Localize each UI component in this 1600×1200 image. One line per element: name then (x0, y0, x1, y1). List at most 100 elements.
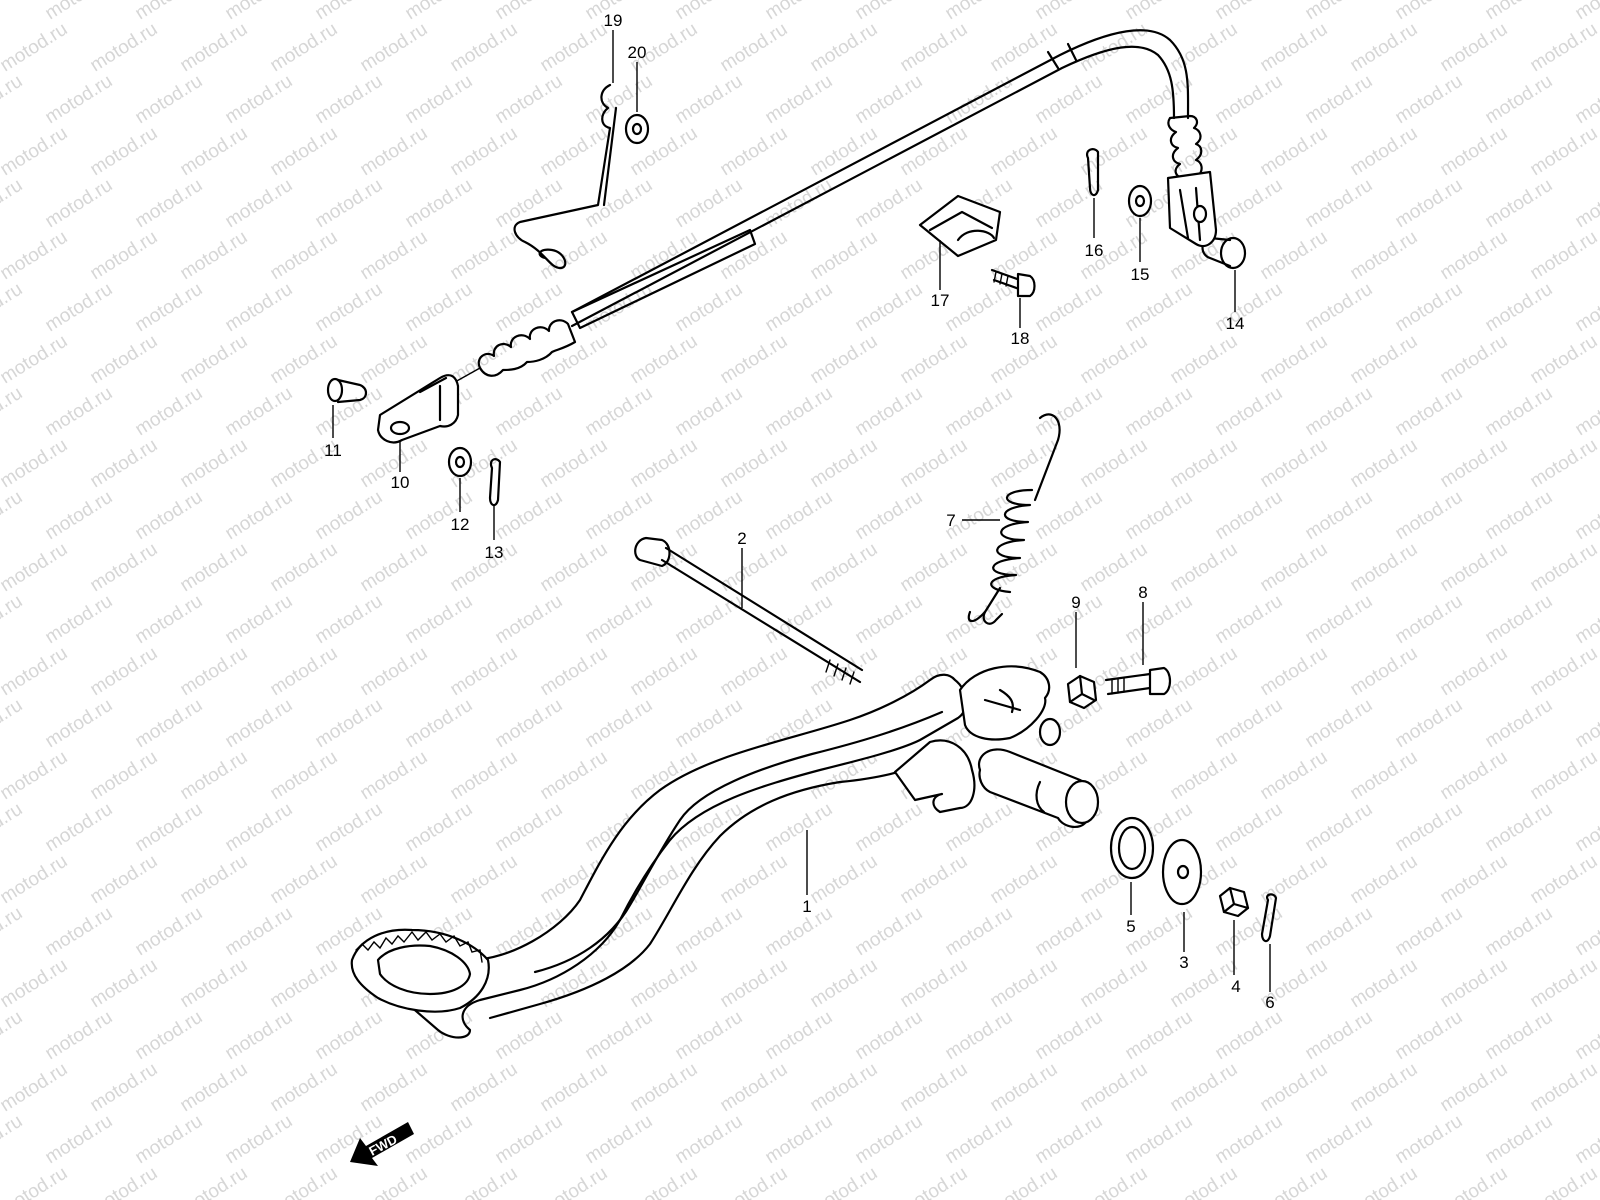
watermark-text: motod.ru (1032, 591, 1107, 649)
watermark-text: motod.ru (897, 331, 972, 389)
watermark-text: motod.ru (987, 1059, 1062, 1117)
watermark-text: motod.ru (447, 1163, 522, 1200)
watermark-text: motod.ru (357, 331, 432, 389)
watermark-text: motod.ru (1482, 591, 1557, 649)
watermark-text: motod.ru (87, 435, 162, 493)
callout-9: 9 (1071, 593, 1080, 612)
watermark-text: motod.ru (1527, 227, 1600, 285)
watermark-text: motod.ru (312, 175, 387, 233)
watermark-text: motod.ru (0, 71, 26, 129)
callout-6: 6 (1265, 993, 1274, 1012)
watermark-text: motod.ru (357, 1163, 432, 1200)
watermark-text: motod.ru (1167, 435, 1242, 493)
watermark-text: motod.ru (1167, 643, 1242, 701)
watermark-text: motod.ru (807, 1163, 882, 1200)
watermark-text: motod.ru (267, 331, 342, 389)
watermark-text: motod.ru (1437, 747, 1512, 805)
watermark-text: motod.ru (0, 0, 26, 24)
watermark-text: motod.ru (1257, 123, 1332, 181)
watermark-text: motod.ru (447, 747, 522, 805)
watermark-text: motod.ru (762, 487, 837, 545)
watermark-text: motod.ru (582, 487, 657, 545)
watermark-text: motod.ru (1302, 0, 1377, 24)
watermark-text: motod.ru (42, 1111, 117, 1169)
clevis-upper (1166, 170, 1218, 248)
watermark-text: motod.ru (1257, 539, 1332, 597)
watermark-text: motod.ru (402, 799, 477, 857)
watermark-text: motod.ru (1257, 19, 1332, 77)
watermark-text: motod.ru (1527, 1059, 1600, 1117)
watermark-text: motod.ru (1392, 175, 1467, 233)
watermark-text: motod.ru (1032, 0, 1107, 24)
watermark-text: motod.ru (807, 331, 882, 389)
watermark-text: motod.ru (1347, 747, 1422, 805)
watermark-text: motod.ru (0, 19, 71, 77)
watermark-text: motod.ru (87, 227, 162, 285)
watermark-text: motod.ru (1527, 643, 1600, 701)
watermark-text: motod.ru (1482, 279, 1557, 337)
watermark-text: motod.ru (222, 487, 297, 545)
watermark-text: motod.ru (0, 331, 71, 389)
watermark-text: motod.ru (1212, 0, 1287, 24)
watermark-text: motod.ru (447, 1059, 522, 1117)
watermark-text: motod.ru (177, 1059, 252, 1117)
watermark-text: motod.ru (492, 175, 567, 233)
watermark-text: motod.ru (762, 1007, 837, 1065)
watermark-text: motod.ru (132, 71, 207, 129)
watermark-text: motod.ru (222, 903, 297, 961)
watermark-text: motod.ru (1437, 435, 1512, 493)
watermark-text: motod.ru (1572, 903, 1600, 961)
watermark-text: motod.ru (852, 175, 927, 233)
watermark-text: motod.ru (942, 1111, 1017, 1169)
watermark-text: motod.ru (942, 591, 1017, 649)
watermark-text: motod.ru (0, 695, 26, 753)
watermark-text: motod.ru (627, 955, 702, 1013)
watermark-text: motod.ru (1392, 903, 1467, 961)
watermark-text: motod.ru (582, 1111, 657, 1169)
watermark-text: motod.ru (87, 123, 162, 181)
watermark-text: motod.ru (537, 435, 612, 493)
watermark-text: motod.ru (987, 955, 1062, 1013)
watermark-text: motod.ru (537, 643, 612, 701)
watermark-text: motod.ru (87, 851, 162, 909)
bolt-18 (990, 268, 1036, 298)
watermark-text: motod.ru (177, 331, 252, 389)
watermark-text: motod.ru (762, 175, 837, 233)
callout-15: 15 (1131, 265, 1150, 284)
watermark-text: motod.ru (222, 0, 297, 24)
watermark-text: motod.ru (42, 799, 117, 857)
watermark-text: motod.ru (0, 279, 26, 337)
watermark-text: motod.ru (42, 175, 117, 233)
watermark-text: motod.ru (402, 0, 477, 24)
watermark-text: motod.ru (1167, 1163, 1242, 1200)
pivot-bolt (634, 536, 864, 685)
watermark-text: motod.ru (1302, 175, 1377, 233)
watermark-text: motod.ru (1302, 71, 1377, 129)
watermark-text: motod.ru (1212, 279, 1287, 337)
watermark-text: motod.ru (1482, 695, 1557, 753)
watermark-text: motod.ru (42, 383, 117, 441)
watermark-text: motod.ru (1167, 955, 1242, 1013)
watermark-text: motod.ru (357, 19, 432, 77)
callout-11: 11 (324, 441, 342, 460)
watermark-text: motod.ru (717, 227, 792, 285)
watermark-text: motod.ru (1302, 487, 1377, 545)
watermark-text: motod.ru (762, 383, 837, 441)
watermark-text: motod.ru (672, 591, 747, 649)
watermark-text: motod.ru (537, 227, 612, 285)
watermark-text: motod.ru (0, 643, 71, 701)
watermark-text: motod.ru (1527, 331, 1600, 389)
watermark-text: motod.ru (267, 19, 342, 77)
watermark-text: motod.ru (672, 383, 747, 441)
watermark-text: motod.ru (222, 1007, 297, 1065)
bolt-8 (1104, 666, 1172, 696)
watermark-text: motod.ru (1482, 1007, 1557, 1065)
watermark-text: motod.ru (87, 643, 162, 701)
watermark-text: motod.ru (1527, 435, 1600, 493)
watermark-text: motod.ru (87, 19, 162, 77)
watermark-text: motod.ru (177, 1163, 252, 1200)
watermark-text: motod.ru (672, 1111, 747, 1169)
watermark-text: motod.ru (852, 591, 927, 649)
callout-17: 17 (931, 291, 950, 310)
